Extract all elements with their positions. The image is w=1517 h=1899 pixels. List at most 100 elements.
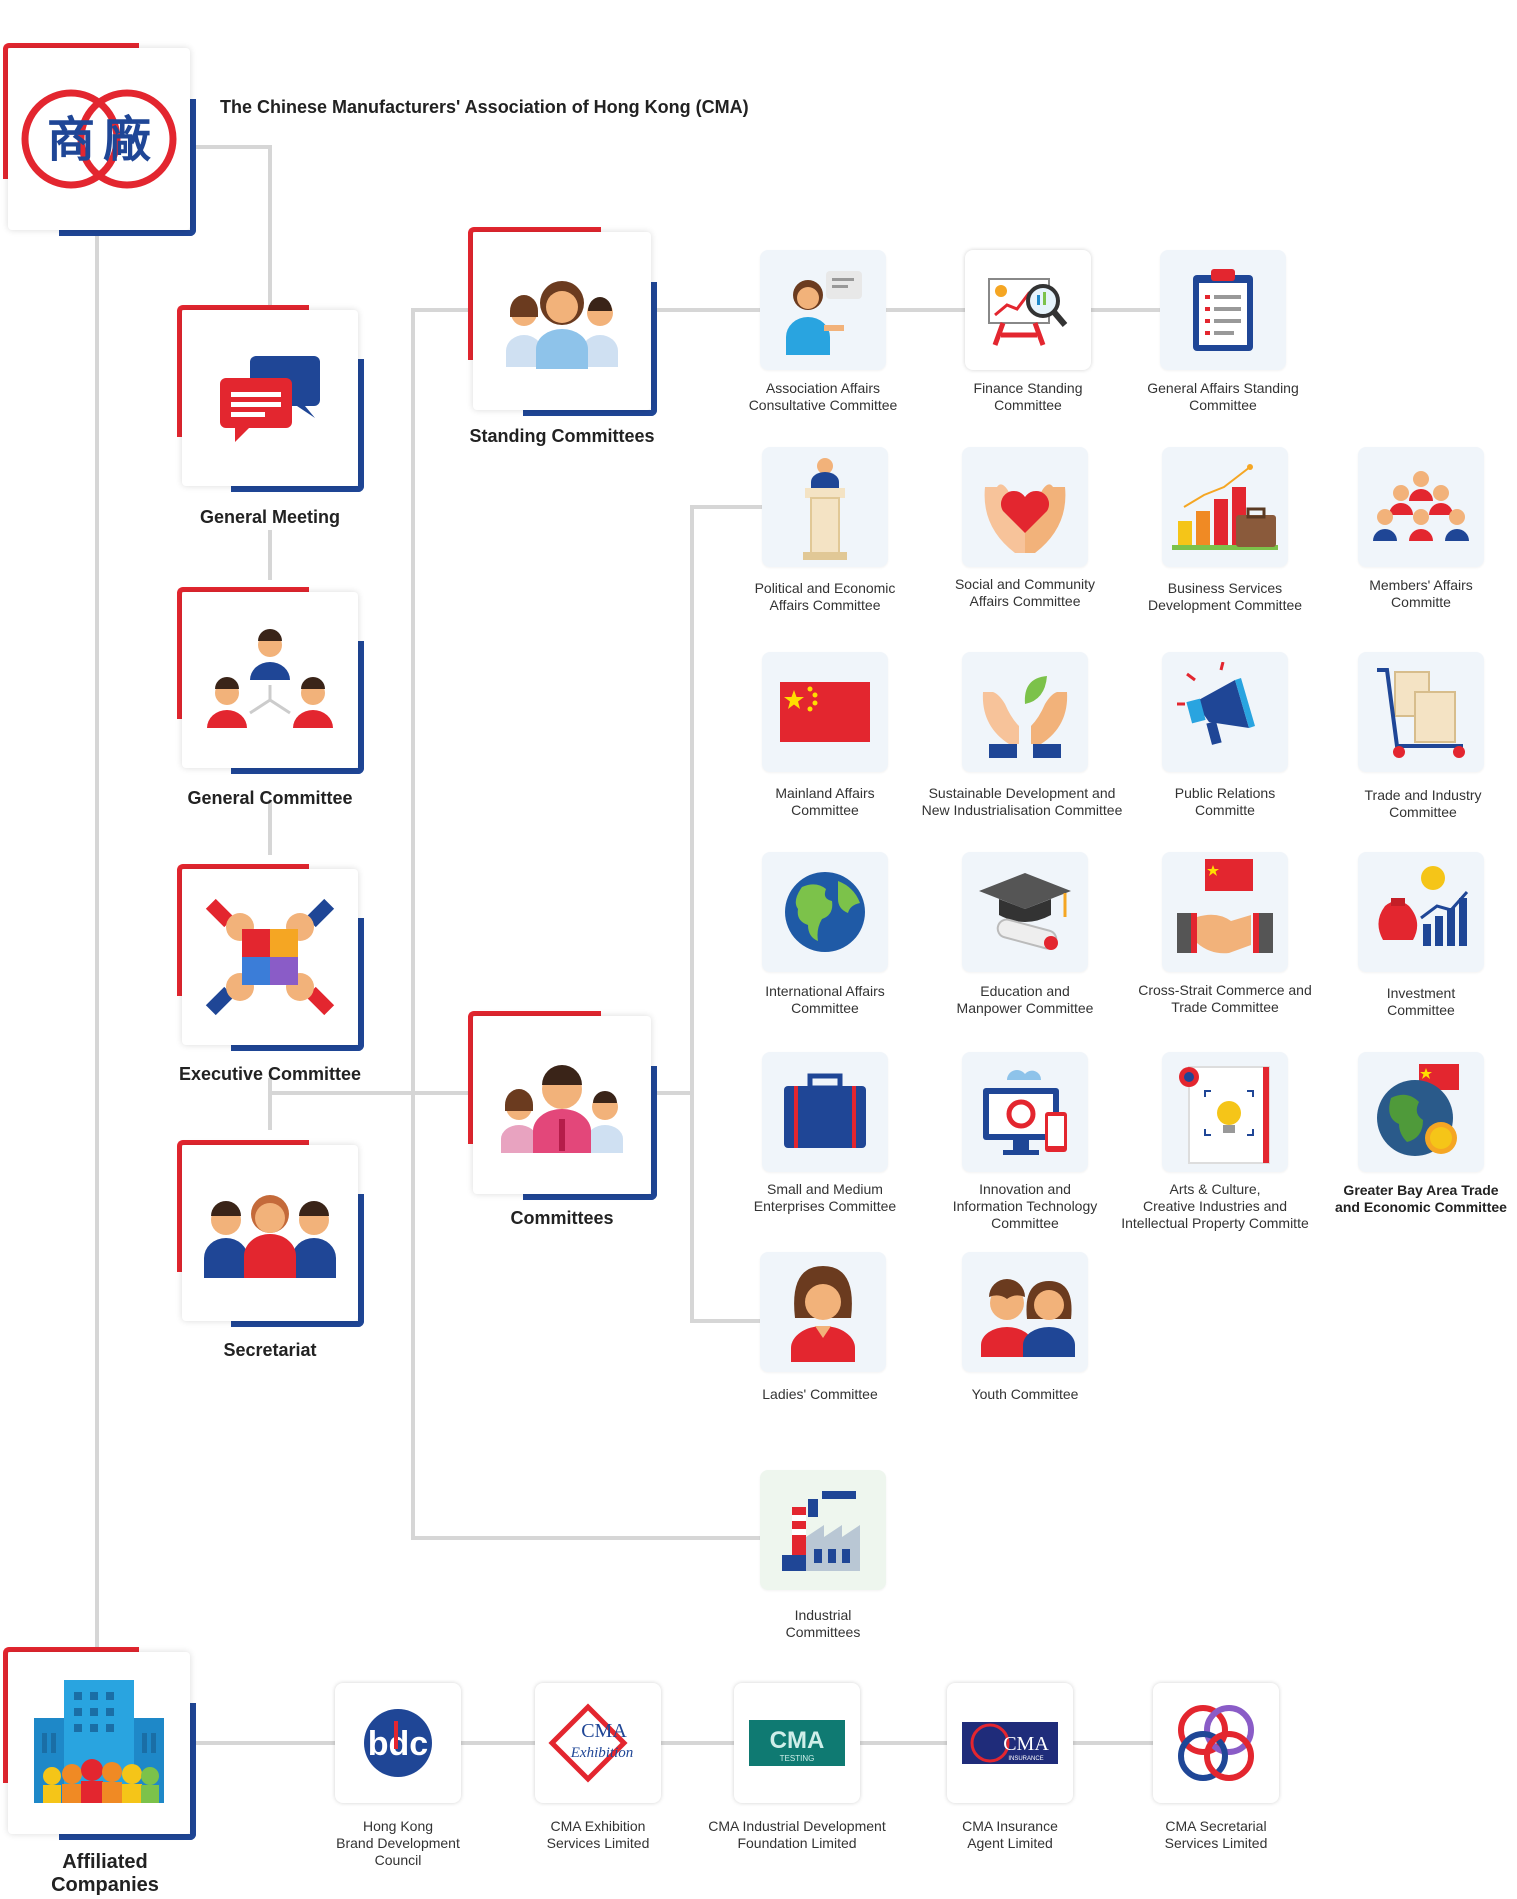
arts-culture-tile[interactable]	[1162, 1052, 1288, 1172]
committee-caption-1: Social and Community Affairs Committee	[954, 576, 1096, 609]
affiliate-caption-2: CMA Industrial Development Foundation Li…	[708, 1818, 886, 1851]
cma-exhibition-logo-text-2: Exhibition	[570, 1745, 634, 1761]
affiliated-companies-box[interactable]	[3, 1647, 196, 1840]
committee-caption-5: Sustainable Development and New Industri…	[921, 785, 1123, 818]
group-people-icon	[501, 1065, 623, 1153]
executive-committee-box[interactable]	[177, 864, 365, 1052]
general-meeting-box[interactable]	[177, 305, 365, 493]
trade-industry-tile[interactable]	[1358, 652, 1484, 772]
puzzle-hands-icon	[205, 898, 335, 1016]
plant-hands-icon	[982, 676, 1068, 758]
globe-icon	[785, 872, 865, 952]
mainland-affairs-tile[interactable]	[762, 652, 888, 772]
standing-committees-box[interactable]	[468, 227, 657, 416]
members-group-icon	[1373, 471, 1469, 541]
association-affairs-caption: Association Affairs Consultative Committ…	[748, 380, 898, 413]
general-meeting-label: General Meeting	[199, 507, 341, 527]
cma-logo: 商 廠	[21, 89, 177, 189]
affiliate-bdc-tile[interactable]: bdc	[335, 1683, 461, 1803]
cma-testing-logo-text-1: CMA	[770, 1727, 825, 1754]
committee-caption-0: Political and Economic Affairs Committee	[754, 580, 896, 613]
finance-chart-icon	[988, 278, 1068, 346]
members-affairs-tile[interactable]	[1358, 447, 1484, 567]
committee-caption-7: Trade and Industry Committee	[1364, 787, 1482, 820]
investment-growth-icon	[1378, 866, 1469, 946]
affiliate-cma-insurance-tile[interactable]: CMA INSURANCE	[947, 1683, 1073, 1803]
megaphone-icon	[1177, 662, 1255, 745]
cross-strait-tile[interactable]	[1162, 852, 1288, 972]
cma-testing-logo-text-2: TESTING	[780, 1754, 815, 1763]
heart-hands-icon	[984, 484, 1066, 553]
podium-speaker-icon	[803, 458, 847, 560]
cma-exhibition-logo: CMA Exhibition	[548, 1703, 634, 1783]
committee-caption-16: Ladies' Committee	[762, 1386, 878, 1402]
staff-team-icon	[204, 1195, 336, 1278]
sme-tile[interactable]	[762, 1052, 888, 1172]
office-building-icon	[34, 1680, 164, 1803]
committee-caption-12: Small and Medium Enterprises Committee	[753, 1181, 897, 1214]
general-affairs-standing-caption: General Affairs Standing Committee	[1147, 380, 1299, 413]
secretariat-box[interactable]	[177, 1140, 365, 1328]
committees-box[interactable]	[468, 1011, 657, 1200]
cma-insurance-logo-text-1: CMA	[1003, 1733, 1049, 1755]
affiliate-cma-exhibition-tile[interactable]: CMA Exhibition	[535, 1683, 661, 1803]
affiliate-cma-testing-tile[interactable]: CMA TESTING	[734, 1683, 860, 1803]
executive-committee-label: Executive Committee	[178, 1064, 362, 1084]
finance-standing-tile[interactable]	[965, 250, 1091, 370]
woman-icon	[791, 1266, 855, 1362]
affiliated-companies-label: Affiliated Companies	[51, 1851, 159, 1896]
committee-caption-3: Members' Affairs Committe	[1369, 577, 1473, 610]
innovation-it-tile[interactable]	[962, 1052, 1088, 1172]
committee-caption-13: Innovation and Information Technology Co…	[952, 1181, 1098, 1231]
affiliate-caption-1: CMA Exhibition Services Limited	[546, 1818, 650, 1851]
political-economic-tile[interactable]	[762, 447, 888, 567]
investment-tile[interactable]	[1358, 852, 1484, 972]
committee-caption-15: Greater Bay Area Trade and Economic Comm…	[1335, 1182, 1507, 1215]
committee-caption-9: Education and Manpower Committee	[956, 983, 1094, 1016]
business-services-tile[interactable]	[1162, 447, 1288, 567]
committee-caption-6: Public Relations Committe	[1174, 785, 1276, 818]
youth-tile[interactable]	[962, 1252, 1088, 1372]
committee-caption-11: Investment Committee	[1386, 985, 1456, 1018]
affiliate-caption-4: CMA Secretarial Services Limited	[1164, 1818, 1268, 1851]
committee-caption-2: Business Services Development Committee	[1147, 580, 1303, 613]
certificate-bulb-icon	[1179, 1066, 1270, 1164]
committees-label: Committees	[510, 1208, 614, 1228]
page-title: The Chinese Manufacturers' Association o…	[220, 97, 749, 117]
industrial-committees-caption: Industrial Committees	[785, 1607, 861, 1640]
presenter-icon	[786, 271, 862, 355]
computer-cloud-icon	[983, 1070, 1067, 1155]
international-affairs-tile[interactable]	[762, 852, 888, 972]
finance-standing-caption: Finance Standing Committee	[973, 380, 1083, 413]
group-women-icon	[506, 281, 618, 369]
logo-char-2: 廠	[103, 112, 151, 168]
bdc-logo: bdc	[364, 1709, 432, 1777]
cma-secretarial-logo	[1178, 1705, 1254, 1781]
committee-caption-17: Youth Committee	[971, 1386, 1079, 1402]
committee-caption-4: Mainland Affairs Committee	[775, 785, 875, 818]
sustainable-development-tile[interactable]	[962, 652, 1088, 772]
growth-chart-icon	[1172, 464, 1278, 550]
affiliate-cma-secretarial-tile[interactable]	[1153, 1683, 1279, 1803]
education-manpower-tile[interactable]	[962, 852, 1088, 972]
committee-caption-14: Arts & Culture, Creative Industries and …	[1121, 1181, 1309, 1231]
affiliate-caption-0: Hong Kong Brand Development Council	[336, 1818, 460, 1868]
china-flag-icon	[780, 682, 870, 742]
general-affairs-standing-tile[interactable]	[1160, 250, 1286, 370]
greater-bay-area-tile[interactable]	[1358, 1052, 1484, 1172]
handshake-flag-icon	[1177, 859, 1273, 954]
general-committee-box[interactable]	[177, 587, 365, 775]
factory-icon	[782, 1491, 860, 1571]
industrial-committees-tile[interactable]	[760, 1470, 886, 1590]
ladies-tile[interactable]	[760, 1252, 886, 1372]
logo-char-1: 商	[47, 112, 95, 168]
graduation-cap-icon	[979, 873, 1071, 950]
org-people-icon	[207, 629, 333, 728]
public-relations-tile[interactable]	[1162, 652, 1288, 772]
social-community-tile[interactable]	[962, 447, 1088, 567]
affiliate-caption-3: CMA Insurance Agent Limited	[962, 1818, 1058, 1851]
association-affairs-tile[interactable]	[760, 250, 886, 370]
committee-caption-10: Cross-Strait Commerce and Trade Committe…	[1138, 982, 1312, 1015]
committee-caption-8: International Affairs Committee	[765, 983, 885, 1016]
